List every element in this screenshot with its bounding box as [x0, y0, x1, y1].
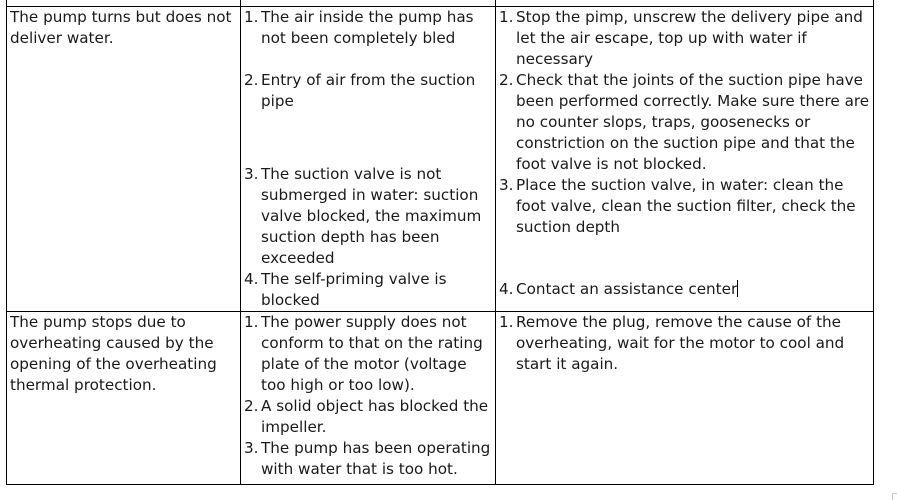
symptom-text: The pump stops due to overheating caused… — [10, 313, 217, 394]
table-row: The pump turns but does not deliver wate… — [6, 6, 874, 312]
list-number: 3. — [244, 439, 259, 457]
symptom-text: The pump turns but does not deliver wate… — [10, 8, 232, 47]
troubleshooting-table: The pump turns but does not deliver wate… — [6, 0, 874, 485]
causes-list: 1.The air inside the pump has not been c… — [244, 7, 493, 311]
cause-item: 1.The power supply does not conform to t… — [244, 312, 493, 396]
remedy-item: 1.Remove the plug, remove the cause of t… — [499, 312, 871, 375]
cause-text: The suction valve is not submerged in wa… — [261, 165, 482, 267]
cause-item: 4.The self-priming valve is blocked — [244, 269, 493, 311]
cause-text: The air inside the pump has not been com… — [261, 8, 474, 47]
remedy-text: Contact an assistance center — [516, 280, 738, 298]
cause-text: Entry of air from the suction pipe — [261, 71, 476, 110]
remedy-item: 1.Stop the pimp, unscrew the delivery pi… — [499, 7, 871, 70]
list-number: 4. — [244, 270, 259, 288]
list-number: 4. — [499, 280, 514, 298]
cause-text: The self-priming valve is blocked — [261, 270, 447, 309]
list-number: 2. — [499, 71, 514, 89]
remedies-cell[interactable]: 1.Remove the plug, remove the cause of t… — [495, 311, 874, 485]
symptom-cell[interactable]: The pump turns but does not deliver wate… — [6, 6, 241, 312]
causes-cell[interactable]: 1.The air inside the pump has not been c… — [240, 6, 496, 312]
remedy-text: Stop the pimp, unscrew the delivery pipe… — [516, 8, 863, 68]
list-number: 3. — [499, 176, 514, 194]
cause-item: 2.A solid object has blocked the impelle… — [244, 396, 493, 438]
remedy-text: Check that the joints of the suction pip… — [516, 71, 870, 173]
cause-item: 3.The suction valve is not submerged in … — [244, 164, 493, 269]
remedy-item: 2.Check that the joints of the suction p… — [499, 70, 871, 175]
remedies-list: 1.Remove the plug, remove the cause of t… — [499, 312, 871, 375]
cause-item: 3.The pump has been operating with water… — [244, 438, 493, 480]
list-number: 1. — [244, 8, 259, 26]
cause-text: The power supply does not conform to tha… — [261, 313, 483, 394]
cause-item: 1.The air inside the pump has not been c… — [244, 7, 493, 49]
cause-text: The pump has been operating with water t… — [261, 439, 491, 478]
remedy-text: Place the suction valve, in water: clean… — [516, 176, 856, 236]
remedy-item: 4.Contact an assistance center — [499, 279, 871, 300]
causes-list: 1.The power supply does not conform to t… — [244, 312, 493, 480]
list-number: 2. — [244, 71, 259, 89]
causes-cell[interactable]: 1.The power supply does not conform to t… — [240, 311, 496, 485]
list-number: 2. — [244, 397, 259, 415]
table-resize-handle[interactable] — [892, 493, 897, 500]
remedies-cell[interactable]: 1.Stop the pimp, unscrew the delivery pi… — [495, 6, 874, 312]
table-row: The pump stops due to overheating caused… — [6, 311, 874, 485]
text-cursor — [737, 280, 739, 297]
list-number: 3. — [244, 165, 259, 183]
list-number: 1. — [499, 8, 514, 26]
cause-text: A solid object has blocked the impeller. — [261, 397, 489, 436]
cause-item: 2.Entry of air from the suction pipe — [244, 70, 493, 112]
remedy-item: 3.Place the suction valve, in water: cle… — [499, 175, 871, 238]
symptom-cell[interactable]: The pump stops due to overheating caused… — [6, 311, 241, 485]
remedy-text: Remove the plug, remove the cause of the… — [516, 313, 845, 373]
remedies-list: 1.Stop the pimp, unscrew the delivery pi… — [499, 7, 871, 300]
list-number: 1. — [499, 313, 514, 331]
list-number: 1. — [244, 313, 259, 331]
